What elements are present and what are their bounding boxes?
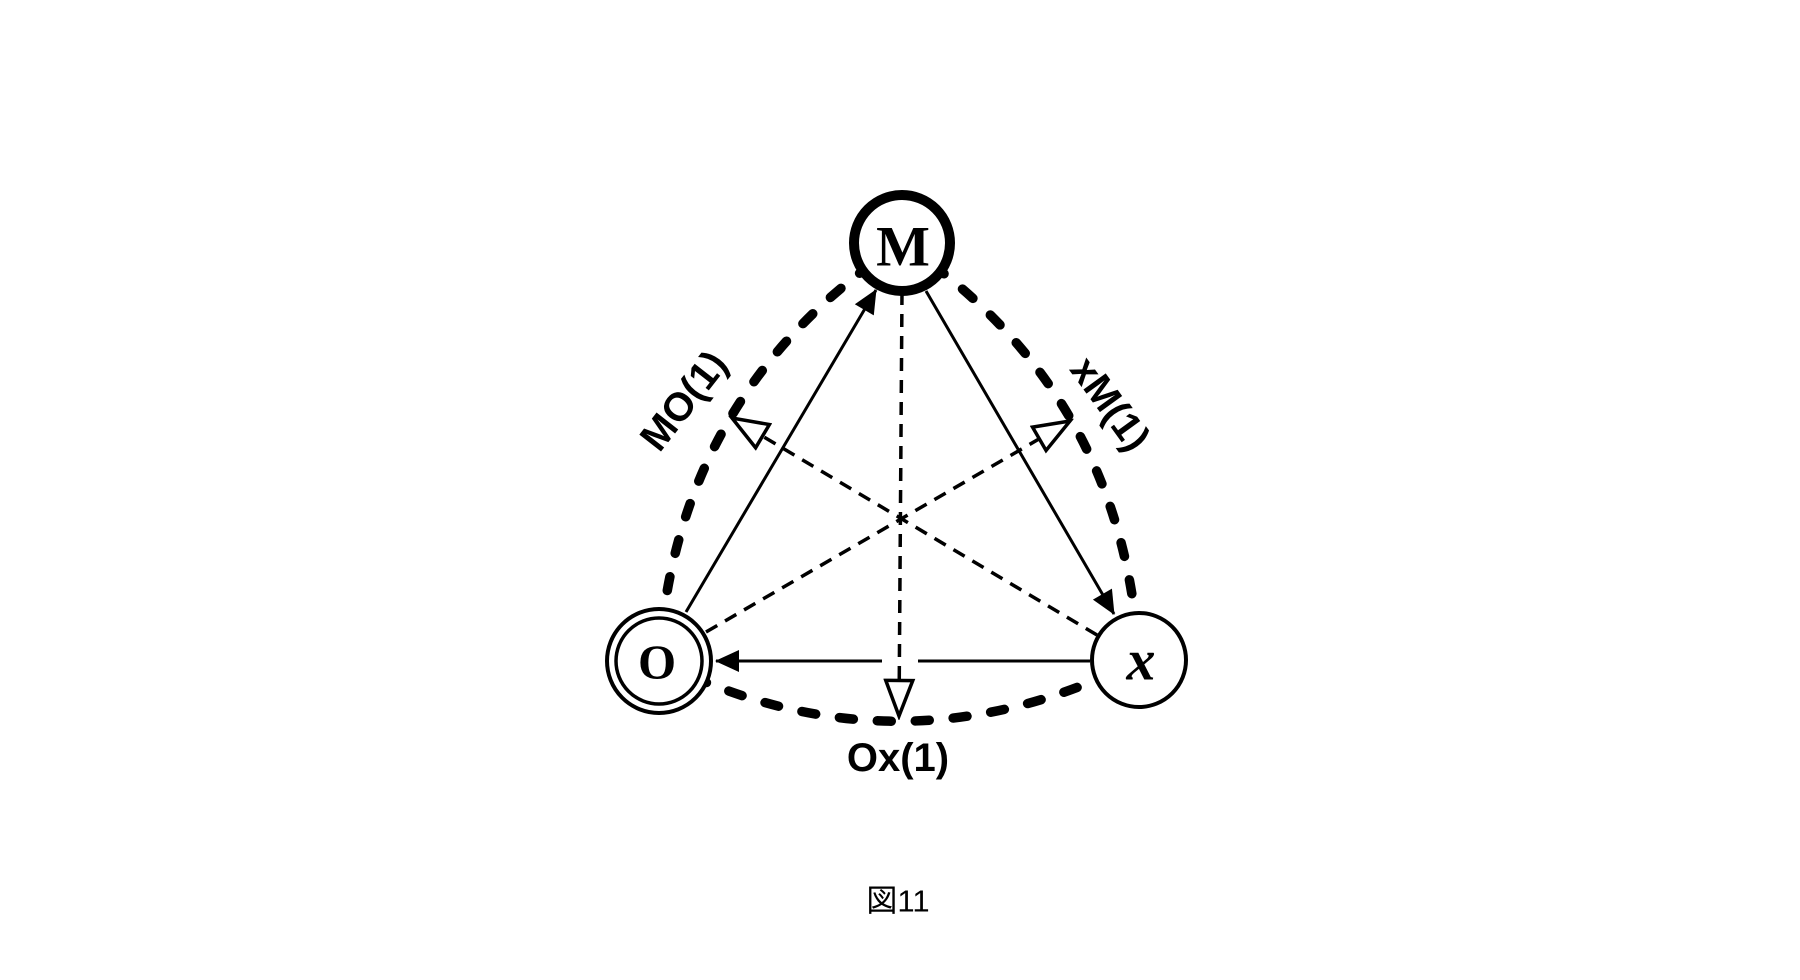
node-m-label: M <box>876 216 930 279</box>
solid-arrow-m-to-x <box>924 290 1116 615</box>
dashed-arrow-m-to-ox-arc <box>899 291 902 716</box>
edge-arc-xm <box>897 238 1144 665</box>
edge-arc-ox <box>654 655 1144 726</box>
edge-arc-mo <box>654 238 907 664</box>
node-x-label: x <box>1126 628 1156 693</box>
node-o-label: O <box>638 635 676 690</box>
node-o-inner-circle <box>614 616 704 706</box>
node-x: x <box>1090 611 1188 709</box>
solid-arrow-o-to-m <box>684 289 878 613</box>
thick-dashed-arcs <box>654 238 1144 726</box>
dashed-open-arrows <box>705 291 1098 716</box>
dashed-arrow-o-to-xm-arc <box>705 421 1070 634</box>
solid-arrows <box>684 289 1116 661</box>
dashed-arrow-x-to-mo-arc <box>732 418 1098 637</box>
node-m-circle <box>849 190 955 296</box>
node-o: O <box>605 607 713 715</box>
figure-caption: 図11 <box>866 884 929 919</box>
node-x-circle <box>1090 611 1188 709</box>
edge-label-xm: xM(1) <box>1062 349 1159 459</box>
edge-label-ox: Ox(1) <box>847 736 949 780</box>
node-m: M <box>849 190 955 296</box>
